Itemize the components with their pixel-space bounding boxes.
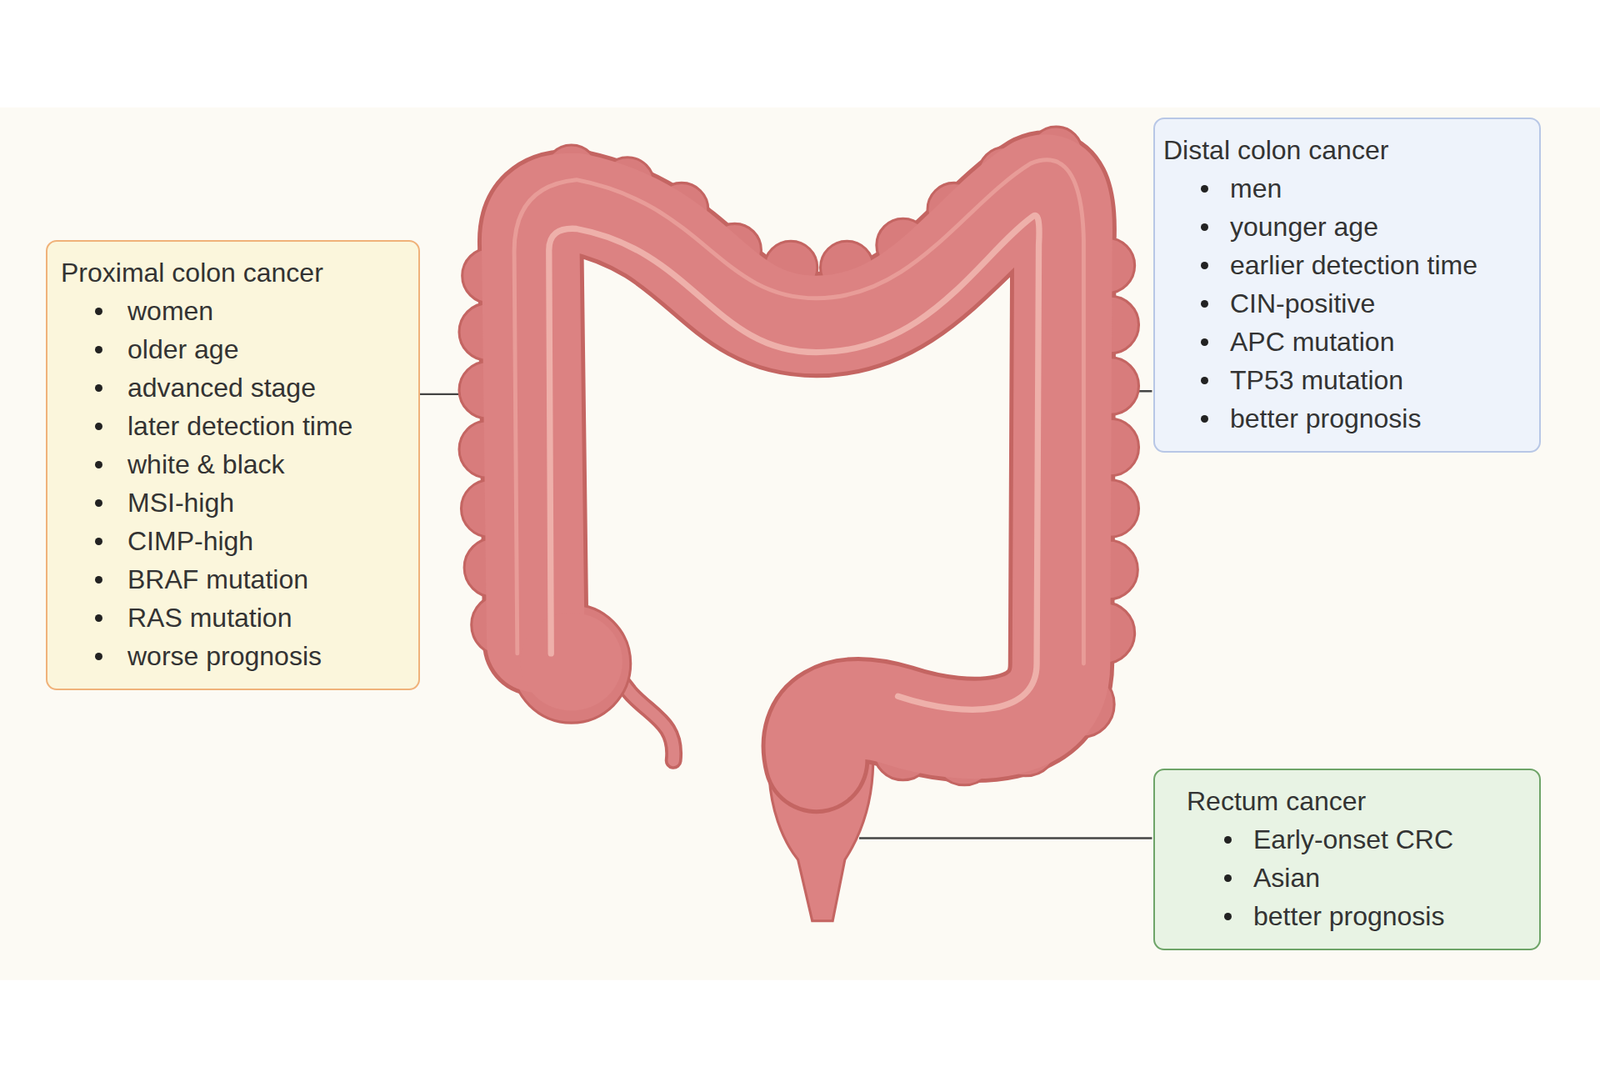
bullet-dot bbox=[1200, 376, 1209, 385]
bullet-text: advanced stage bbox=[127, 368, 316, 407]
bullet-row: women bbox=[59, 291, 407, 330]
bullet-dot bbox=[95, 652, 103, 660]
bullet-row: CIMP-high bbox=[59, 521, 407, 560]
bullet-dot bbox=[1200, 415, 1209, 423]
background bbox=[0, 107, 1600, 980]
bullet-row: older age bbox=[59, 330, 407, 369]
bullet-text: BRAF mutation bbox=[127, 560, 309, 599]
bullet-text: later detection time bbox=[127, 406, 353, 445]
bullet-dot bbox=[1200, 338, 1209, 346]
taenia bbox=[549, 215, 1040, 710]
bullet-dot bbox=[1200, 185, 1209, 193]
bullet-row: RAS mutation bbox=[59, 598, 407, 637]
bullet-text: RAS mutation bbox=[127, 598, 292, 637]
bullet-dot bbox=[95, 575, 103, 584]
bullet-text: better prognosis bbox=[1230, 399, 1421, 438]
bullet-text: Asian bbox=[1253, 858, 1320, 897]
bullet-dot bbox=[1200, 261, 1209, 270]
bullet-row: men bbox=[1166, 169, 1528, 208]
bullet-text: women bbox=[127, 291, 214, 330]
bullet-dot bbox=[1224, 835, 1232, 844]
bullet-text: earlier detection time bbox=[1230, 245, 1478, 285]
bullet-row: APC mutation bbox=[1166, 322, 1528, 361]
bullet-row: BRAF mutation bbox=[59, 560, 407, 599]
bullet-row: earlier detection time bbox=[1166, 245, 1528, 285]
bullet-text: worse prognosis bbox=[127, 636, 322, 675]
text-box: Rectum cancerEarly-onset CRCAsianbetter … bbox=[1153, 768, 1541, 950]
bullet-row: later detection time bbox=[59, 406, 407, 445]
box-heading: Proximal colon cancer bbox=[60, 253, 407, 292]
bullet-dot bbox=[1200, 223, 1209, 231]
bullet-dot bbox=[1224, 912, 1232, 920]
bullet-text: men bbox=[1230, 169, 1282, 208]
bullet-dot bbox=[95, 460, 103, 469]
box-heading: Distal colon cancer bbox=[1163, 130, 1528, 170]
bullet-row: younger age bbox=[1166, 207, 1528, 246]
bullet-dot bbox=[95, 384, 103, 392]
box-heading: Rectum cancer bbox=[1186, 781, 1528, 820]
bullet-row: worse prognosis bbox=[59, 636, 407, 675]
bullet-text: older age bbox=[127, 330, 239, 369]
leader-line bbox=[859, 836, 1152, 839]
bullet-dot bbox=[95, 422, 103, 430]
bullet-dot bbox=[95, 307, 103, 315]
text-box: Proximal colon cancerwomenolder ageadvan… bbox=[45, 240, 420, 690]
bullet-row: white & black bbox=[59, 445, 407, 484]
bullet-text: CIMP-high bbox=[127, 521, 254, 560]
bullet-text: better prognosis bbox=[1253, 896, 1445, 935]
text-box: Distal colon cancermenyounger ageearlier… bbox=[1153, 117, 1541, 453]
bullet-row: better prognosis bbox=[1166, 896, 1528, 935]
bullet-row: Early-onset CRC bbox=[1166, 820, 1528, 859]
bullet-dot bbox=[1200, 300, 1209, 308]
bullet-text: Early-onset CRC bbox=[1253, 820, 1454, 859]
bullet-text: CIN-positive bbox=[1230, 284, 1375, 323]
bullet-row: TP53 mutation bbox=[1166, 360, 1528, 400]
bullet-text: TP53 mutation bbox=[1230, 360, 1404, 400]
bullet-dot bbox=[95, 537, 103, 545]
haustra bbox=[459, 126, 1140, 785]
bullet-dot bbox=[95, 345, 103, 354]
bullet-text: younger age bbox=[1230, 207, 1379, 246]
bullet-dot bbox=[1224, 874, 1232, 882]
bullet-dot bbox=[95, 499, 103, 507]
bullet-row: CIN-positive bbox=[1166, 284, 1528, 323]
bullet-dot bbox=[95, 614, 103, 622]
bullet-row: MSI-high bbox=[59, 483, 407, 522]
bullet-text: MSI-high bbox=[127, 483, 235, 522]
bullet-row: advanced stage bbox=[59, 368, 407, 407]
taenia bbox=[514, 160, 1084, 664]
bullet-row: better prognosis bbox=[1166, 399, 1528, 438]
cecum bbox=[520, 612, 622, 711]
bullet-text: white & black bbox=[127, 445, 285, 484]
bullet-row: Asian bbox=[1166, 858, 1528, 897]
bullet-text: APC mutation bbox=[1230, 322, 1395, 361]
